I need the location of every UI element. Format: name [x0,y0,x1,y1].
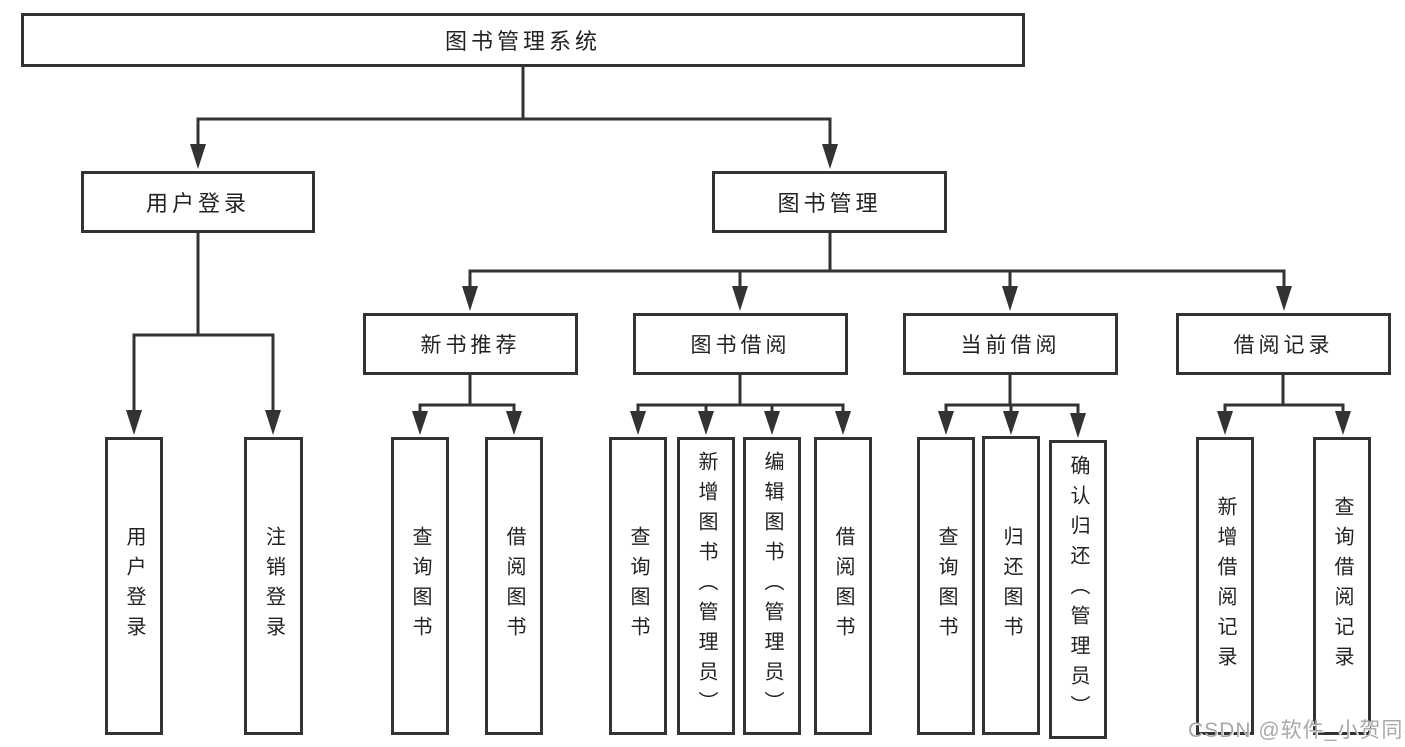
node-label: 借阅记录 [1233,334,1334,357]
leaf-label: 查询借阅记录 [1331,496,1353,676]
arrow-down-icon [462,286,478,311]
leaf-query-books-1: 查询图书 [391,437,449,735]
leaf-label: 借阅图书 [832,526,854,646]
node-borrow-record: 借阅记录 [1176,313,1391,375]
arrow-down-icon [938,411,954,435]
arrow-down-icon [412,411,428,435]
arrow-down-icon [265,410,281,435]
arrow-down-icon [822,144,838,169]
arrow-down-icon [1217,411,1233,435]
leaf-label: 编辑图书（管理员） [761,451,783,721]
node-book-management: 图书管理 [712,171,947,233]
arrow-down-icon [190,144,206,169]
node-root-label: 图书管理系统 [444,29,601,54]
node-label: 当前借阅 [960,334,1061,357]
leaf-label: 查询图书 [935,526,957,646]
node-root: 图书管理系统 [21,13,1025,67]
leaf-confirm-return-admin: 确认归还（管理员） [1049,440,1107,739]
leaf-label: 查询图书 [409,526,431,646]
node-book-borrow: 图书借阅 [633,313,848,375]
node-label: 用户登录 [145,191,250,216]
arrow-down-icon [698,411,714,435]
arrow-down-icon [764,411,780,435]
leaf-label: 新增借阅记录 [1214,496,1236,676]
leaf-query-books-2: 查询图书 [609,437,667,735]
arrow-down-icon [630,411,646,435]
leaf-query-books-3: 查询图书 [917,437,975,735]
leaf-return-books: 归还图书 [982,436,1040,735]
arrow-down-icon [732,286,748,311]
connector-group [132,65,1345,416]
leaf-label: 确认归还（管理员） [1067,454,1089,725]
arrow-down-icon [835,411,851,435]
arrow-down-icon [1276,286,1292,311]
leaf-logout: 注销登录 [244,437,303,735]
arrowhead-icons [126,144,1351,438]
arrow-down-icon [1003,411,1019,435]
leaf-label: 查询图书 [627,526,649,646]
leaf-add-books-admin: 新增图书（管理员） [677,437,735,735]
node-user-login: 用户登录 [81,171,315,233]
arrow-down-icon [1070,413,1086,438]
arrow-down-icon [1335,411,1351,435]
leaf-add-borrow-record: 新增借阅记录 [1196,437,1254,735]
leaf-label: 注销登录 [262,526,285,646]
leaf-user-login: 用户登录 [105,437,163,735]
node-current-borrow: 当前借阅 [903,313,1118,375]
csdn-watermark: CSDN @软件_小贺同学 [1188,719,1405,742]
node-new-book-recommend: 新书推荐 [363,313,578,375]
node-label: 图书管理 [777,191,882,216]
leaf-label: 归还图书 [1000,525,1022,646]
leaf-label: 用户登录 [123,526,145,646]
leaf-label: 借阅图书 [503,526,525,646]
leaf-label: 新增图书（管理员） [695,451,717,721]
node-label: 新书推荐 [420,334,521,357]
leaf-borrow-books-1: 借阅图书 [485,437,543,735]
node-label: 图书借阅 [690,334,791,357]
leaf-query-borrow-record: 查询借阅记录 [1313,437,1371,735]
leaf-borrow-books-2: 借阅图书 [814,437,872,735]
arrow-down-icon [126,410,142,435]
arrow-down-icon [1002,286,1018,311]
leaf-edit-books-admin: 编辑图书（管理员） [743,437,801,735]
arrow-down-icon [506,411,522,435]
